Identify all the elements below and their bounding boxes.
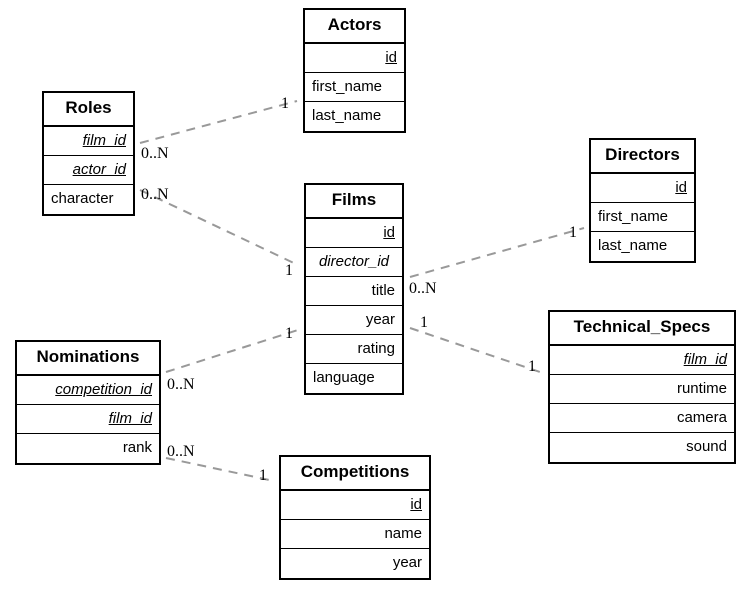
relationship-line-nominations-films	[165, 329, 299, 373]
entity-title-competitions: Competitions	[281, 457, 429, 491]
attribute-competitions-year[interactable]: year	[281, 549, 429, 578]
attribute-films-id[interactable]: id	[306, 219, 402, 248]
attribute-label: title	[371, 282, 395, 299]
relationship-line-films-technical_specs	[409, 327, 544, 374]
attribute-label: year	[365, 311, 395, 328]
attribute-label: rating	[357, 340, 395, 357]
attribute-actors-id[interactable]: id	[305, 44, 404, 73]
attribute-label: rank	[122, 439, 152, 456]
attribute-competitions-name[interactable]: name	[281, 520, 429, 549]
attribute-label: id	[383, 224, 395, 241]
relationship-line-roles-actors	[139, 100, 298, 144]
attribute-label: runtime	[676, 380, 727, 397]
attribute-directors-last_name[interactable]: last_name	[591, 232, 694, 261]
attribute-label: id	[385, 49, 397, 66]
entity-title-roles: Roles	[44, 93, 133, 127]
attribute-films-language[interactable]: language	[306, 364, 402, 393]
attribute-list-competitions: id name year	[281, 491, 429, 578]
cardinality-roles-films-source: 0..N	[141, 186, 169, 203]
entity-directors[interactable]: Directors id first_name last_name	[589, 138, 696, 263]
attribute-nominations-film_id[interactable]: film_id	[17, 405, 159, 434]
attribute-label: film_id	[683, 351, 727, 368]
attribute-roles-film_id[interactable]: film_id	[44, 127, 133, 156]
attribute-label: last_name	[598, 237, 668, 254]
attribute-nominations-competition_id[interactable]: competition_id	[17, 376, 159, 405]
attribute-roles-actor_id[interactable]: actor_id	[44, 156, 133, 185]
attribute-list-directors: id first_name last_name	[591, 174, 694, 261]
entity-title-nominations: Nominations	[17, 342, 159, 376]
cardinality-films-directors-target: 1	[569, 224, 577, 241]
attribute-list-roles: film_id actor_id character	[44, 127, 133, 214]
relationship-line-nominations-competitions	[165, 457, 275, 482]
cardinality-nominations-films-target: 1	[285, 325, 293, 342]
attribute-directors-first_name[interactable]: first_name	[591, 203, 694, 232]
cardinality-films-technical_specs-source: 1	[420, 314, 428, 331]
cardinality-roles-actors-source: 0..N	[141, 145, 169, 162]
attribute-label: first_name	[312, 78, 383, 95]
attribute-technical_specs-film_id[interactable]: film_id	[550, 346, 734, 375]
attribute-films-rating[interactable]: rating	[306, 335, 402, 364]
attribute-label: actor_id	[72, 161, 126, 178]
cardinality-nominations-competitions-target: 1	[259, 467, 267, 484]
attribute-technical_specs-sound[interactable]: sound	[550, 433, 734, 462]
attribute-technical_specs-camera[interactable]: camera	[550, 404, 734, 433]
attribute-films-director_id[interactable]: director_id	[306, 248, 402, 277]
attribute-label: last_name	[312, 107, 382, 124]
cardinality-films-directors-source: 0..N	[409, 280, 437, 297]
attribute-films-year[interactable]: year	[306, 306, 402, 335]
relationship-line-films-directors	[409, 227, 585, 278]
cardinality-nominations-films-source: 0..N	[167, 376, 195, 393]
attribute-label: id	[410, 496, 422, 513]
attribute-label: first_name	[598, 208, 669, 225]
entity-competitions[interactable]: Competitions id name year	[279, 455, 431, 580]
attribute-actors-first_name[interactable]: first_name	[305, 73, 404, 102]
entity-title-films: Films	[306, 185, 402, 219]
attribute-directors-id[interactable]: id	[591, 174, 694, 203]
attribute-label: id	[675, 179, 687, 196]
attribute-actors-last_name[interactable]: last_name	[305, 102, 404, 131]
cardinality-roles-films-target: 1	[285, 262, 293, 279]
cardinality-nominations-competitions-source: 0..N	[167, 443, 195, 460]
entity-title-technical_specs: Technical_Specs	[550, 312, 734, 346]
entity-title-actors: Actors	[305, 10, 404, 44]
entity-roles[interactable]: Roles film_id actor_id character	[42, 91, 135, 216]
attribute-label: film_id	[108, 410, 152, 427]
attribute-label: language	[313, 369, 375, 386]
attribute-roles-character[interactable]: character	[44, 185, 133, 214]
entity-title-directors: Directors	[591, 140, 694, 174]
cardinality-roles-actors-target: 1	[281, 95, 289, 112]
attribute-label: year	[392, 554, 422, 571]
attribute-label: character	[51, 190, 114, 207]
attribute-label: sound	[686, 438, 727, 455]
attribute-label: film_id	[82, 132, 126, 149]
attribute-technical_specs-runtime[interactable]: runtime	[550, 375, 734, 404]
cardinality-films-technical_specs-target: 1	[528, 358, 536, 375]
attribute-label: director_id	[318, 253, 390, 270]
attribute-label: name	[384, 525, 422, 542]
attribute-competitions-id[interactable]: id	[281, 491, 429, 520]
attribute-films-title[interactable]: title	[306, 277, 402, 306]
attribute-label: camera	[676, 409, 727, 426]
attribute-nominations-rank[interactable]: rank	[17, 434, 159, 463]
attribute-label: competition_id	[55, 381, 152, 398]
